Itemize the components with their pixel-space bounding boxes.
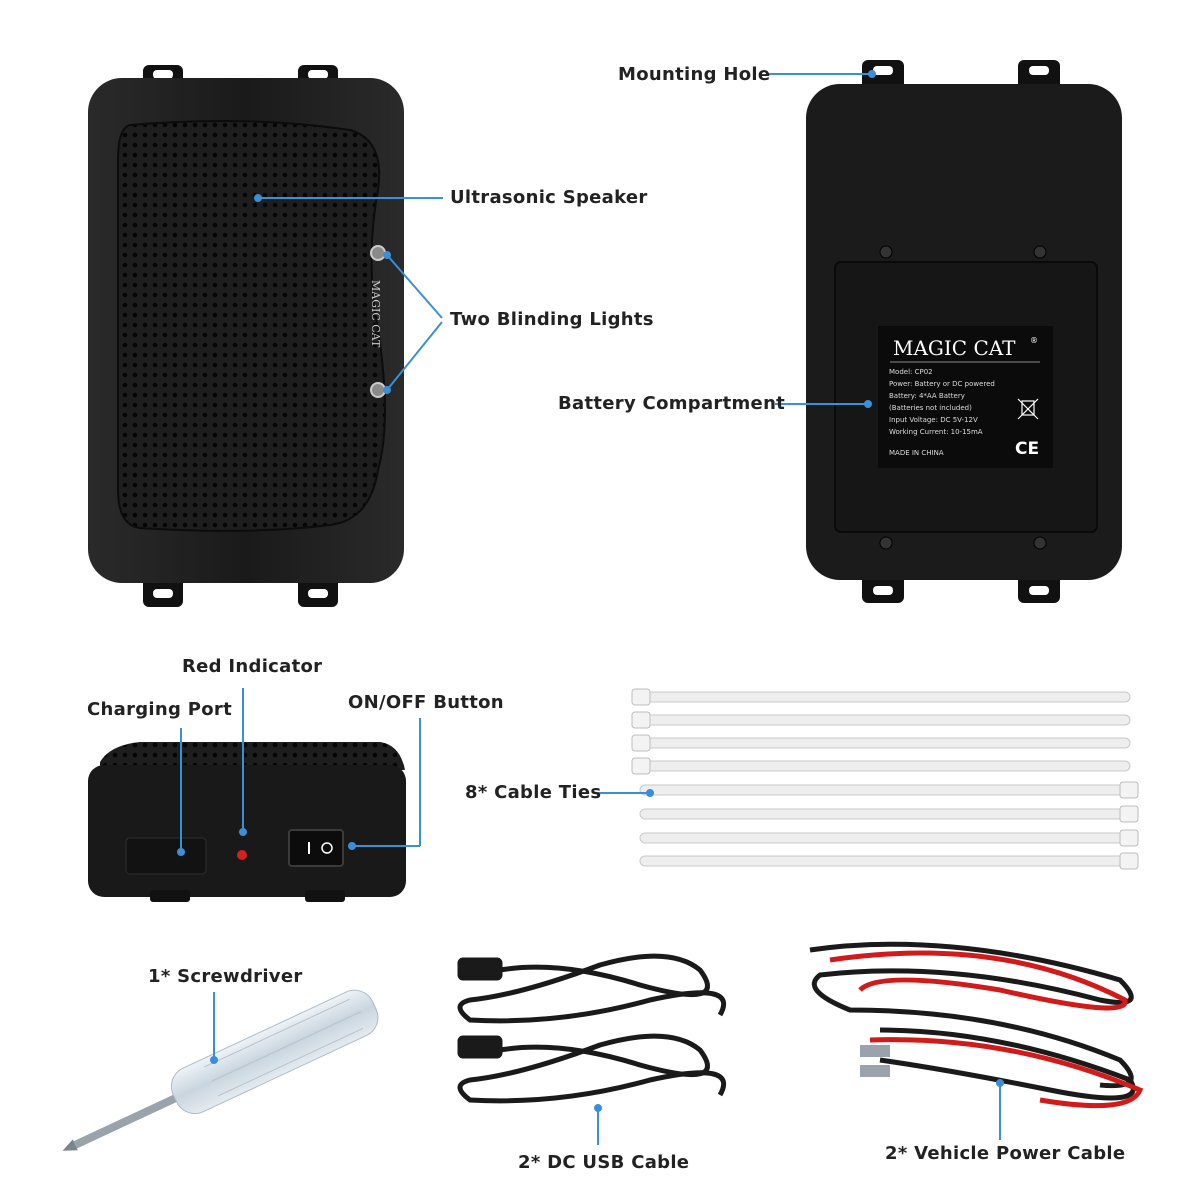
on-off-switch xyxy=(288,829,344,867)
label-dc-usb-cable: 2* DC USB Cable xyxy=(518,1152,690,1173)
red-indicator-led xyxy=(237,850,247,860)
weee-bin-icon xyxy=(1017,398,1039,420)
plate-title: MAGIC CAT xyxy=(893,336,1016,360)
cable-tie xyxy=(631,711,1131,729)
cable-tie xyxy=(639,829,1139,847)
label-two-blinding-lights: Two Blinding Lights xyxy=(450,309,654,330)
back-device: MAGIC CAT ® Model: CP02 Power: Battery o… xyxy=(806,60,1122,603)
side-device xyxy=(88,742,406,902)
label-screwdriver: 1* Screwdriver xyxy=(148,966,303,987)
label-red-indicator: Red Indicator xyxy=(182,656,323,677)
blinding-light-top xyxy=(370,245,386,261)
cable-tie xyxy=(631,757,1131,775)
label-mounting-hole: Mounting Hole xyxy=(618,64,771,85)
side-device-body xyxy=(88,765,406,897)
cable-tie xyxy=(639,805,1139,823)
plate-line-3: Battery: 4*AA Battery xyxy=(889,392,965,400)
cable-tie xyxy=(639,781,1139,799)
label-charging-port: Charging Port xyxy=(87,699,233,720)
plate-line-1: Model: CP02 xyxy=(889,368,933,376)
leader-lines xyxy=(177,70,1004,1145)
label-cable-ties: 8* Cable Ties xyxy=(465,782,602,803)
cable-tie xyxy=(631,688,1131,706)
speaker-grille xyxy=(117,120,386,532)
front-brand-text: MAGIC CAT xyxy=(369,280,382,348)
side-top-grille xyxy=(100,742,405,770)
plate-line-2: Power: Battery or DC powered xyxy=(889,380,995,388)
plate-line-5: Input Voltage: DC 5V-12V xyxy=(889,416,978,424)
cable-tie xyxy=(631,734,1131,752)
label-on-off-button: ON/OFF Button xyxy=(348,692,504,713)
ce-mark: CE xyxy=(1015,439,1039,459)
vehicle-power-cables xyxy=(809,941,1144,1109)
charging-port xyxy=(125,837,207,875)
front-device: MAGIC CAT xyxy=(88,65,404,607)
blinding-light-bottom xyxy=(370,382,386,398)
cable-tie xyxy=(639,852,1139,870)
screwdriver xyxy=(62,989,379,1151)
plate-line-4: (Batteries not included) xyxy=(889,404,972,412)
dc-usb-cables xyxy=(457,953,727,1104)
spec-plate xyxy=(878,326,1053,468)
svg-text:®: ® xyxy=(1030,336,1038,345)
label-vehicle-power-cable: 2* Vehicle Power Cable xyxy=(885,1143,1126,1164)
plate-line-6: Working Current: 10-15mA xyxy=(889,428,983,436)
label-ultrasonic-speaker: Ultrasonic Speaker xyxy=(450,187,648,208)
cable-ties xyxy=(631,688,1139,870)
screwdriver-shaft xyxy=(73,1094,177,1149)
label-battery-compartment: Battery Compartment xyxy=(558,393,786,414)
plate-origin: MADE IN CHINA xyxy=(889,449,944,457)
